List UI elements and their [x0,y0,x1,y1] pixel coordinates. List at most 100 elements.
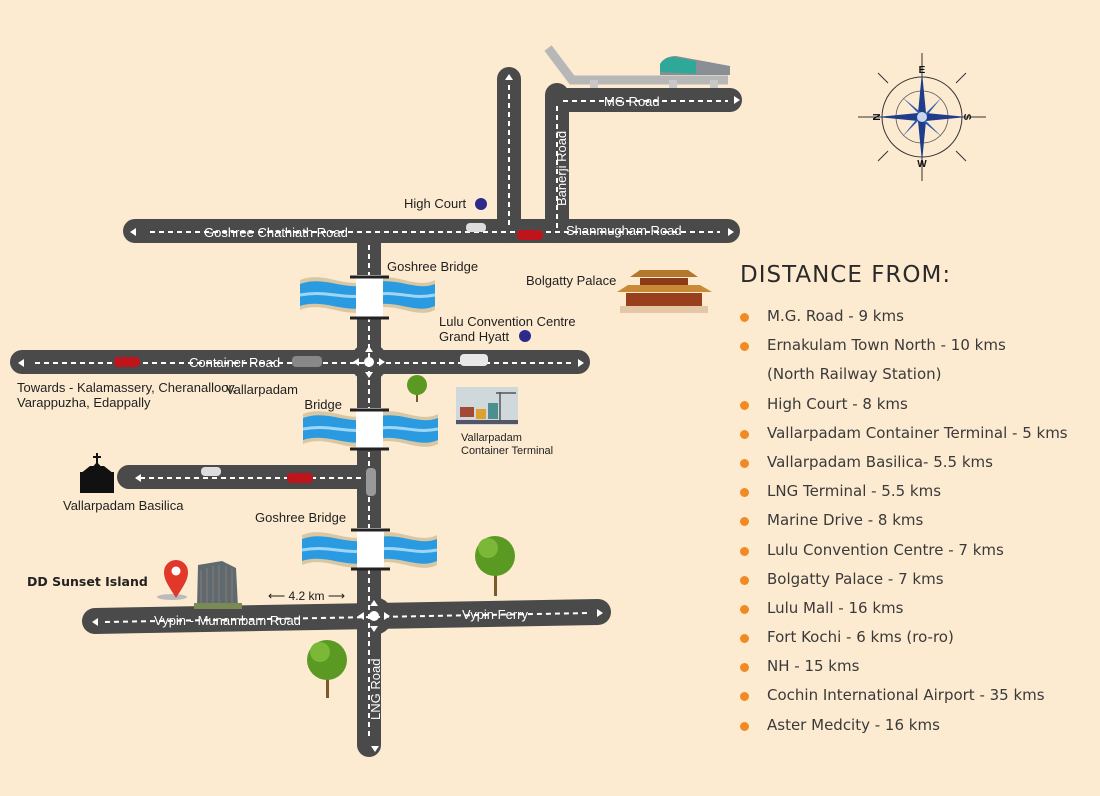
high-court-marker-icon [475,198,487,210]
label-project-dd-sunset-island: DD Sunset Island [27,574,148,589]
container-terminal-icon [456,387,518,425]
bullet-icon [740,604,749,614]
distance-item-label: Fort Kochi - 6 kms (ro-ro) [767,628,954,647]
distance-item: Marine Drive - 8 kms [740,506,1100,535]
distance-item-label: NH - 15 kms [767,657,860,676]
lulu-marker-icon [519,330,531,342]
road-label-lng: LNG Road [368,659,383,720]
distance-item: LNG Terminal - 5.5 kms [740,477,1100,506]
distance-item: Vallarpadam Container Terminal - 5 kms [740,419,1100,448]
compass-rose-icon: E N S W [858,53,986,181]
distance-item-label: Ernakulam Town North - 10 kms [767,336,1006,355]
bullet-icon [740,429,749,439]
bullet-icon [740,400,749,410]
distance-item: Fort Kochi - 6 kms (ro-ro) [740,623,1100,652]
label-vallarpadam-bridge-line2: Bridge [304,397,342,412]
road-label-goshree-chathiath: Goshree Chathiath Road [204,225,348,240]
distance-item: Lulu Convention Centre - 7 kms [740,536,1100,565]
arrow-right-icon [578,359,584,367]
arrow-down-icon [371,746,379,752]
arrow-left-icon [92,618,98,626]
distance-item-label: Bolgatty Palace - 7 kms [767,569,944,588]
label-bolgatty-palace: Bolgatty Palace [526,273,616,288]
distance-item: High Court - 8 kms [740,390,1100,419]
distance-item-label: Lulu Mall - 16 kms [767,598,904,617]
car-icons [114,223,543,496]
arrow-right-icon [734,96,740,104]
tree-icon [475,536,515,596]
direction-arrows [18,74,740,752]
distance-item: Vallarpadam Basilica- 5.5 kms [740,448,1100,477]
palace-icon [617,270,712,313]
label-terminal-line2: Container Terminal [461,445,553,457]
distance-item-label: Aster Medcity - 16 kms [767,715,940,734]
arrow-left-icon [130,228,136,236]
tree-icon [407,375,427,402]
bullet-icon [740,517,749,527]
distance-item: NH - 15 kms [740,652,1100,681]
distance-item-label: Lulu Convention Centre - 7 kms [767,540,1004,559]
distance-item: Aster Medcity - 16 kms [740,711,1100,740]
church-icon [80,453,114,493]
bullet-icon [740,546,749,556]
bullet-icon [740,575,749,585]
compass-label-n: N [872,113,883,120]
arrow-right-icon [728,228,734,236]
arrow-right-icon [597,609,603,617]
label-vallarpadam-basilica: Vallarpadam Basilica [63,498,184,513]
label-lulu-convention-centre: Lulu Convention Centre [439,314,576,329]
bullet-icon [740,663,749,673]
distance-item-label: (North Railway Station) [767,365,942,384]
arrow-up-icon [505,74,513,80]
label-grand-hyatt: Grand Hyatt [439,329,509,344]
location-pin-icon[interactable] [157,560,188,600]
label-high-court: High Court [404,196,467,211]
distance-item-label: Vallarpadam Basilica- 5.5 kms [767,452,993,471]
road-label-banerji: Banerji Road [554,131,569,206]
road-label-vypin-munambam: Vypin - Munambam Road [154,613,301,628]
compass-label-w: W [917,159,927,170]
road-label-container: Container Road [189,355,280,370]
distance-item: M.G. Road - 9 kms [740,302,1100,331]
bullet-icon [740,313,749,322]
bullet-icon [740,458,749,468]
label-distance-4-2-km: ⟵ 4.2 km ⟶ [268,589,345,603]
label-vallarpadam-bridge-line1: Vallarpadam [226,382,298,397]
metro-train-icon [660,56,730,75]
label-terminal-line1: Vallarpadam [461,432,522,444]
distance-item: Ernakulam Town North - 10 kms [740,331,1100,360]
distance-item-label: LNG Terminal - 5.5 kms [767,482,942,501]
compass-label-s: S [961,114,972,121]
distance-item-label: Vallarpadam Container Terminal - 5 kms [767,423,1068,442]
distance-item: Cochin International Airport - 35 kms [740,681,1100,710]
distance-item: Bolgatty Palace - 7 kms [740,565,1100,594]
goshree-bridge-top [298,275,437,320]
distance-title: DISTANCE FROM: [740,262,952,288]
building-icon [194,561,242,609]
vallarpadam-bridge [301,408,440,451]
distance-item-label: Marine Drive - 8 kms [767,511,924,530]
tree-icon [307,640,347,698]
road-label-mg-road: MG Road [604,94,660,109]
bullet-icon [740,634,749,644]
distance-item: Lulu Mall - 16 kms [740,594,1100,623]
bullet-icon [740,692,749,702]
road-label-vypin-ferry: Vypin Ferry [462,607,528,622]
distance-item-label: M.G. Road - 9 kms [767,307,904,325]
goshree-bridge-bottom [300,528,439,571]
compass-label-e: E [919,65,926,76]
distance-item-label: High Court - 8 kms [767,394,908,413]
label-towards-line2: Varappuzha, Edappally [17,395,151,410]
label-towards-line1: Towards - Kalamassery, Cheranalloor, [17,380,236,395]
arrow-left-icon [135,474,141,482]
distance-item: (North Railway Station) [740,360,1100,389]
label-goshree-bridge-bottom: Goshree Bridge [255,510,346,525]
bullet-icon [740,488,749,498]
label-goshree-bridge: Goshree Bridge [387,259,478,274]
arrow-left-icon [18,359,24,367]
distance-item-label: Cochin International Airport - 35 kms [767,686,1045,705]
road-label-shanmugham: Shanmugham Road [566,223,682,238]
